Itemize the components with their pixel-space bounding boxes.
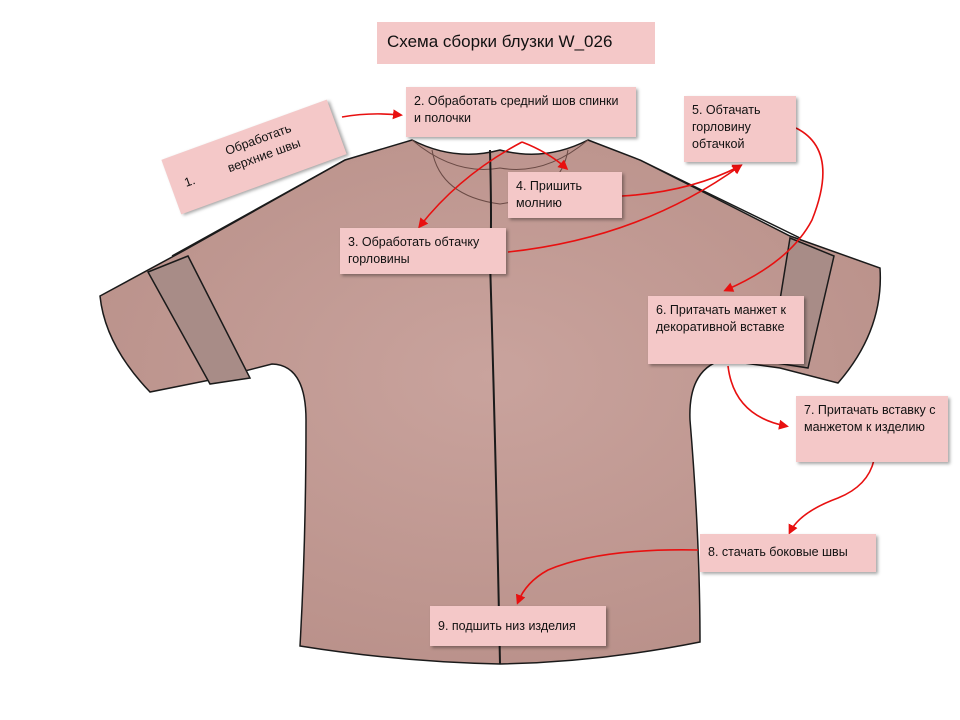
arrow-2-to-3 — [418, 141, 523, 229]
step-7-label: 7. Притачать вставку с манжетом к издели… — [796, 396, 948, 462]
step-1-number: 1. — [182, 173, 198, 190]
right-shoulder-seam — [639, 159, 801, 239]
arrow-8-to-9 — [515, 549, 699, 605]
blouse-body — [99, 139, 882, 665]
arrow-7-to-8 — [788, 459, 875, 535]
step-4-label: 4. Пришить молнию — [508, 172, 622, 218]
step-9-label: 9. подшить низ изделия — [430, 606, 606, 646]
arrow-2-to-4 — [521, 141, 569, 170]
arrow-5-to-6 — [723, 127, 824, 292]
arrow-4-to-5 — [621, 164, 743, 197]
left-sleeve-insert — [146, 255, 252, 385]
step-5-label: 5. Обтачать горловину обтачкой — [684, 96, 796, 162]
arrow-1-to-2 — [341, 109, 403, 120]
step-2-label: 2. Обработать средний шов спинки и полоч… — [406, 87, 636, 137]
neckline-back — [411, 139, 589, 170]
step-8-label: 8. стачать боковые швы — [700, 534, 876, 572]
step-3-label: 3. Обработать обтачку горловины — [340, 228, 506, 274]
arrow-3-to-5 — [507, 164, 743, 253]
arrow-6-to-7 — [727, 365, 789, 430]
left-shoulder-seam — [171, 159, 346, 257]
center-seam — [488, 149, 501, 665]
step-6-label: 6. Притачать манжет к декоративной встав… — [648, 296, 804, 364]
diagram-title: Схема сборки блузки W_026 — [377, 22, 655, 64]
